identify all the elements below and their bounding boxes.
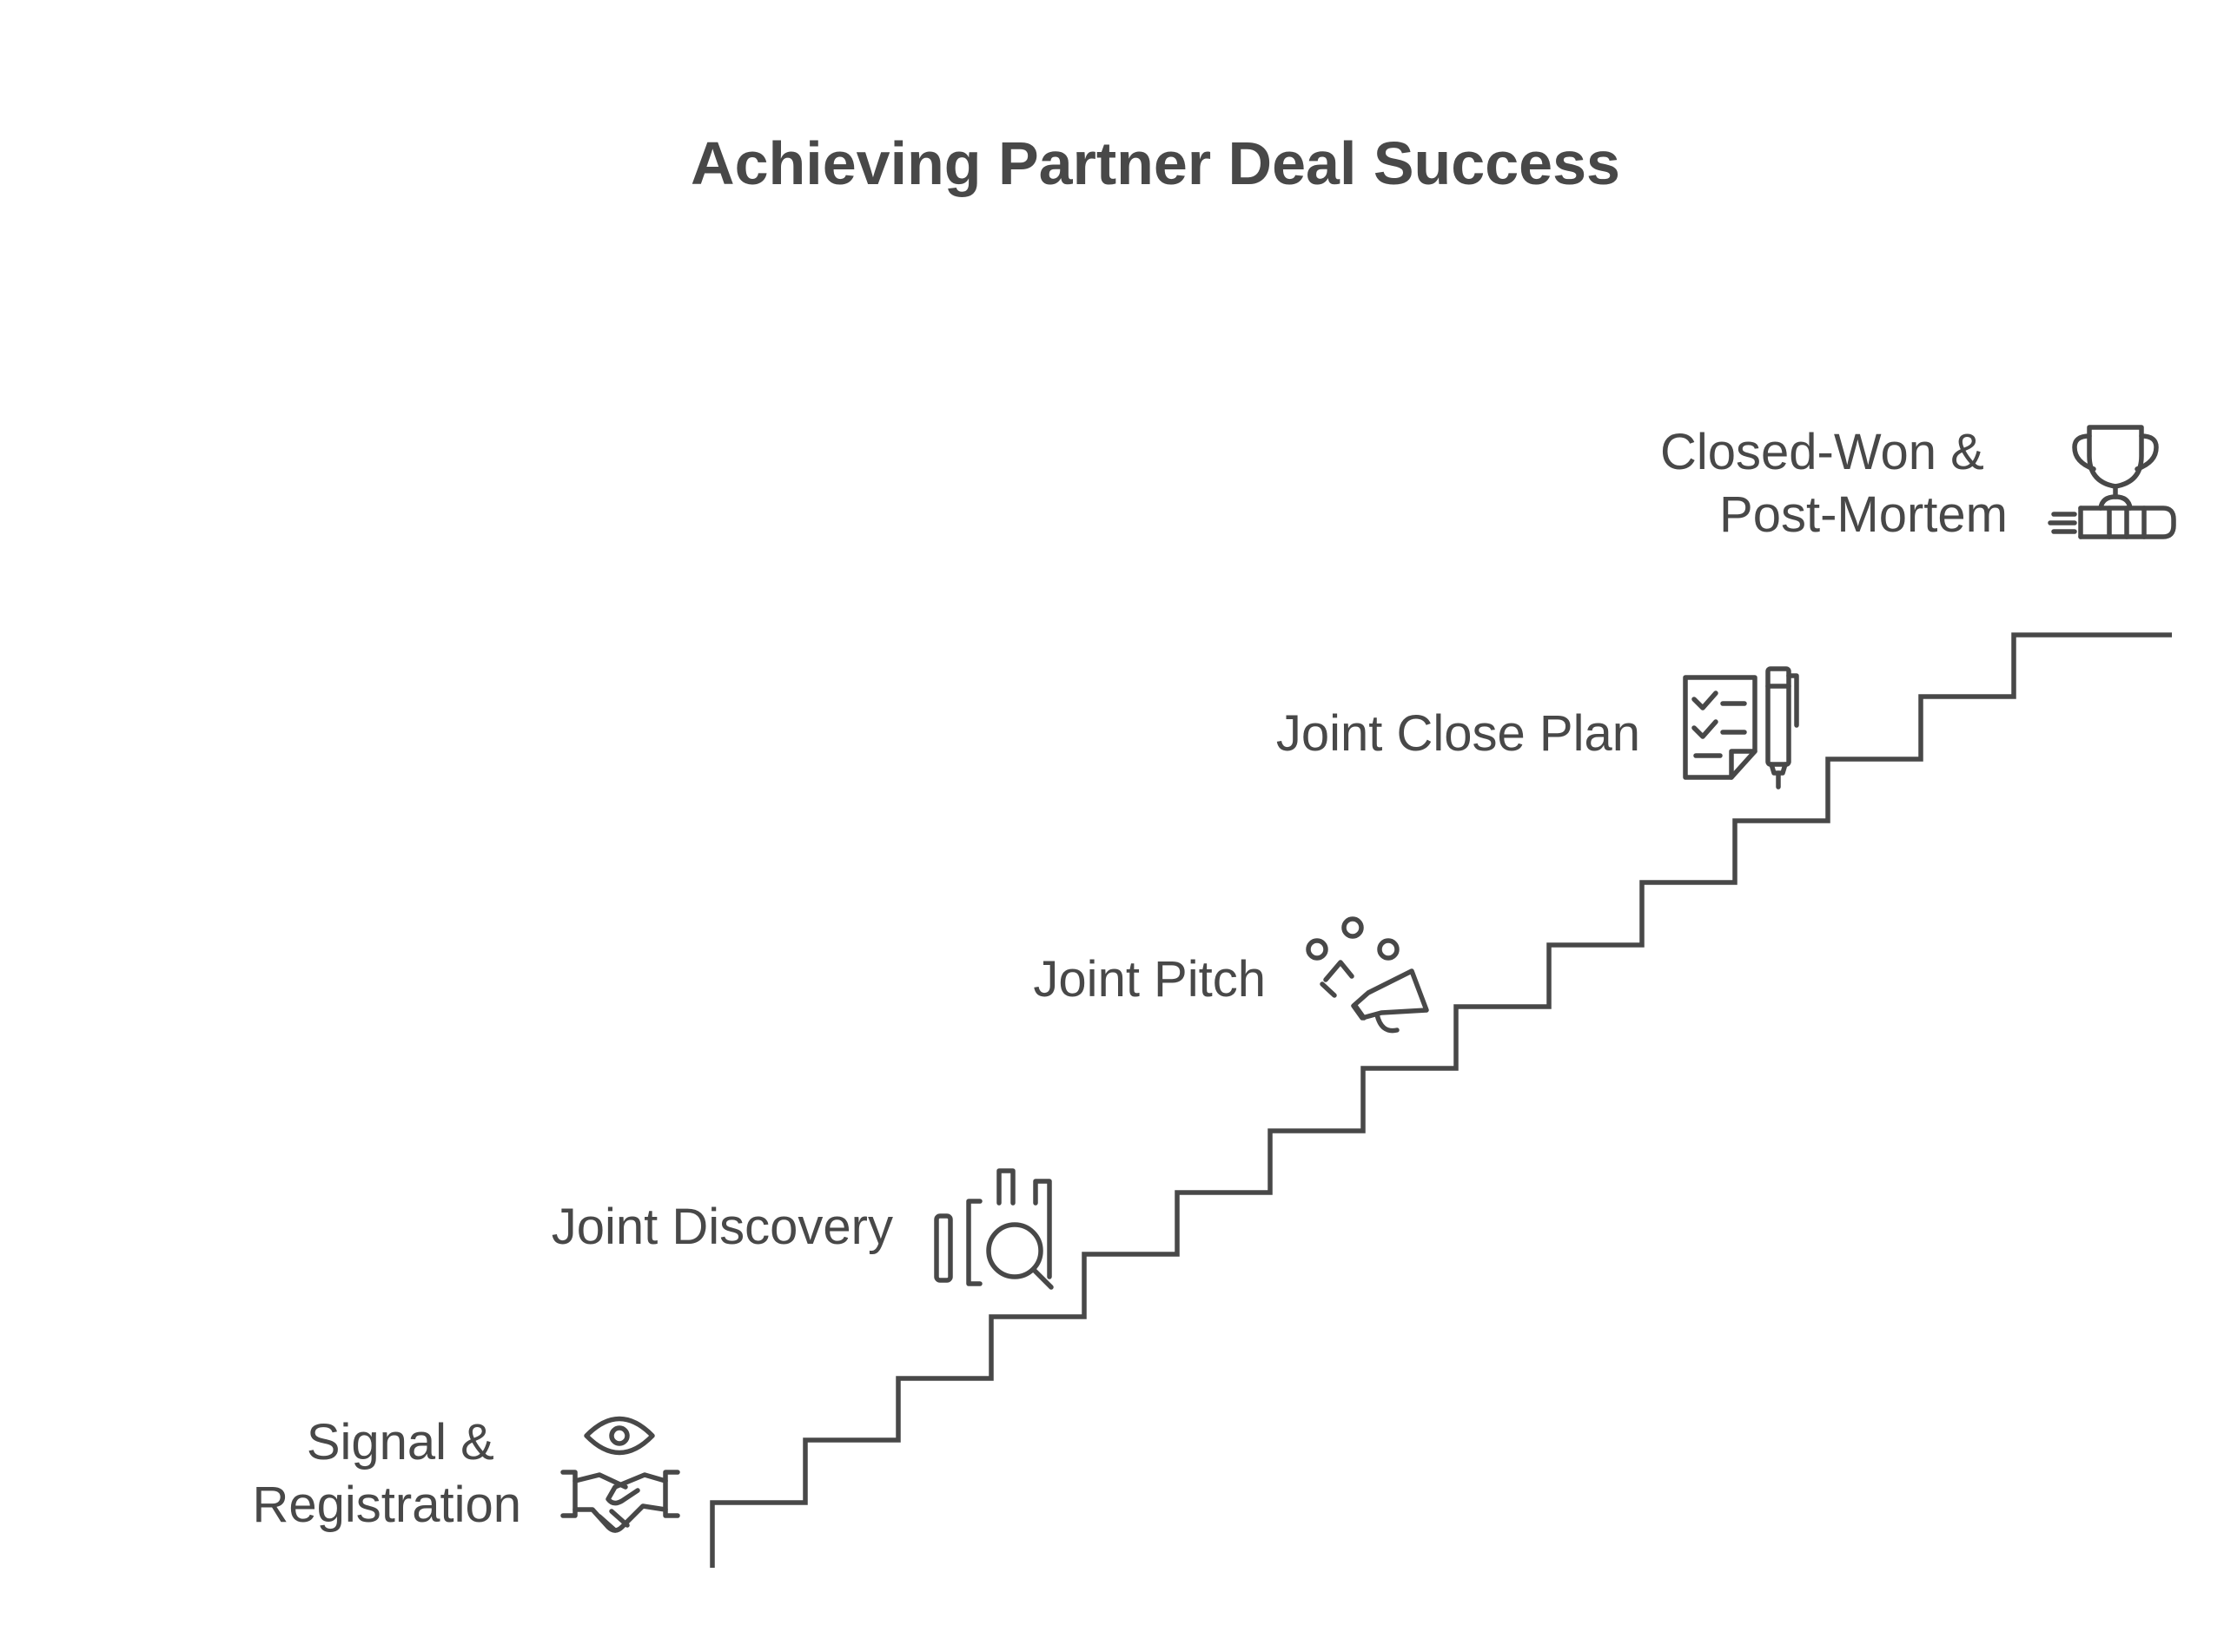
step-label-line: Joint Discovery [552, 1199, 893, 1255]
step-joint-pitch: Joint Pitch [1033, 916, 1429, 1034]
step-label-line: Registration [253, 1477, 521, 1533]
step-closed-won-post-mortem: Closed-Won & Post-Mortem [1660, 424, 2176, 543]
step-joint-close-plan: Joint Close Plan [1276, 666, 1799, 790]
step-label: Joint Discovery [552, 1199, 893, 1255]
step-signal-registration: Signal & Registration [253, 1414, 680, 1533]
step-label-line: Joint Close Plan [1276, 705, 1640, 762]
magnifier-bars-icon [934, 1168, 1054, 1290]
step-label: Joint Close Plan [1276, 705, 1640, 762]
handshake-eye-icon [560, 1416, 680, 1533]
staircase-line [710, 632, 2172, 1568]
diagram-title: Achieving Partner Deal Success [691, 129, 1620, 197]
trophy-icon [2048, 425, 2176, 539]
step-label-line: Closed-Won & [1660, 424, 1984, 480]
checklist-pen-icon [1683, 666, 1799, 790]
step-joint-discovery: Joint Discovery [552, 1168, 1054, 1290]
megaphone-audience-icon [1306, 916, 1429, 1034]
step-label: Joint Pitch [1033, 951, 1266, 1008]
step-label: Signal & Registration [253, 1414, 521, 1533]
step-label-line: Post-Mortem [1719, 486, 2008, 543]
step-label: Closed-Won & Post-Mortem [1660, 424, 2008, 543]
step-label-line: Joint Pitch [1033, 951, 1266, 1008]
step-label-line: Signal & [307, 1414, 494, 1470]
